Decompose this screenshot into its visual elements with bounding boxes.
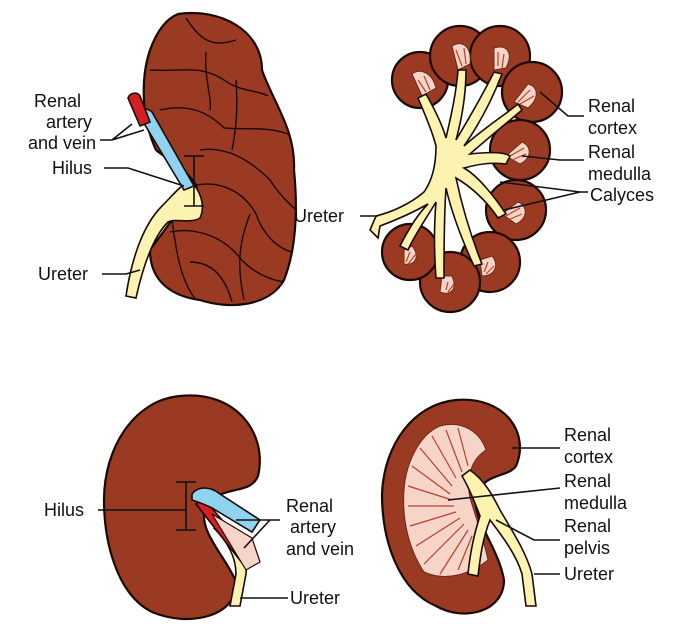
label-front-vessels-line3: and vein [286, 539, 354, 559]
front-hilus-bracket [176, 481, 196, 531]
label-renal-vessels-line2: artery [46, 112, 92, 132]
cut-pelvis-leader [495, 519, 560, 541]
label-cut-pelvis-line2: pelvis [564, 538, 610, 558]
label-medulla-line2: medulla [588, 164, 652, 184]
hilus-bracket [184, 155, 204, 207]
label-front-vessels-line1: Renal [286, 496, 333, 516]
hilus-leader [104, 167, 185, 187]
label-medulla-line1: Renal [588, 142, 635, 162]
label-calyces: Calyces [590, 185, 654, 205]
lobule-lines [149, 17, 297, 303]
label-cortex-line1: Renal [588, 96, 635, 116]
front-vessels-leader [236, 519, 280, 549]
front-kidney-diagram: Hilus Renal artery and vein Ureter [44, 394, 354, 620]
cortex-lobes [380, 24, 564, 314]
cut-medulla-leader [447, 487, 561, 501]
cut-pelvis-ureter [460, 469, 537, 607]
label-ureter-top: Ureter [294, 206, 344, 226]
label-renal-vessels-line3: and vein [28, 133, 96, 153]
label-cut-cortex-line2: cortex [564, 447, 613, 467]
front-vein [191, 487, 262, 534]
label-front-hilus: Hilus [44, 500, 84, 520]
renal-artery [127, 92, 152, 128]
medulla-leader [521, 155, 584, 161]
label-front-vessels-line2: artery [290, 517, 336, 537]
label-cut-cortex-line1: Renal [564, 425, 611, 445]
calyces-leader [499, 181, 588, 211]
external-kidney-diagram: Renal artery and vein Hilus Ureter [28, 11, 297, 307]
cortex-leader [539, 91, 584, 117]
label-cut-ureter: Ureter [564, 564, 614, 584]
section-kidney-diagram: Renal cortex Renal medulla Calyces Urete… [294, 24, 654, 314]
label-hilus: Hilus [52, 158, 92, 178]
cut-kidney-diagram: Renal cortex Renal medulla Renal pelvis … [380, 398, 628, 615]
label-cut-medulla-line1: Renal [564, 471, 611, 491]
label-renal-vessels-line1: Renal [34, 91, 81, 111]
ureter-tube [125, 178, 204, 299]
label-cortex-line2: cortex [588, 118, 637, 138]
ureter-leader [102, 269, 141, 275]
medulla-pyramids [403, 43, 537, 294]
label-ureter: Ureter [38, 264, 88, 284]
label-cut-medulla-line2: medulla [564, 493, 628, 513]
label-cut-pelvis-line1: Renal [564, 516, 611, 536]
renal-vessels-leader [100, 123, 145, 141]
front-vessel-wash [211, 513, 261, 571]
calyces-pelvis [369, 69, 524, 279]
label-front-ureter: Ureter [290, 588, 340, 608]
